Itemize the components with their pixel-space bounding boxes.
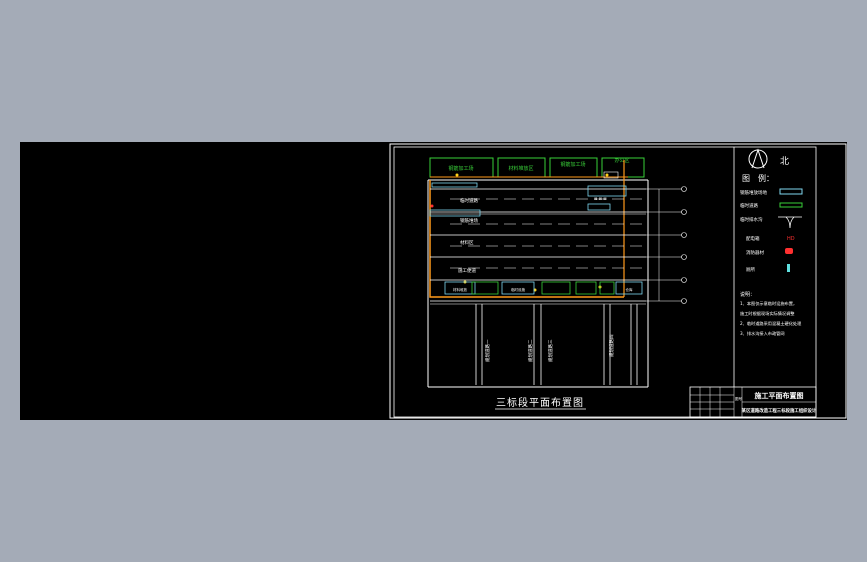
bottom-yard-1 <box>444 281 476 295</box>
legend-label-4: 消防器材 <box>746 249 764 256</box>
cad-drawing[interactable]: 钢筋加工场 材料堆放区 钢筋加工场 办公区 临时道路 钢筋堆场 <box>20 142 847 420</box>
temp-road-orange <box>429 180 624 298</box>
bottom-yard-5 <box>575 281 597 295</box>
north-arrow-icon <box>748 149 768 169</box>
top-yard-label-2: 材料堆放区 <box>508 165 533 172</box>
notes-title: 说明： <box>740 291 755 298</box>
bottom-yard-label-2: 临时设施 <box>511 287 525 292</box>
top-yard-label-4: 办公区 <box>614 157 629 164</box>
sheet-inner-border <box>393 146 817 418</box>
sheet-border <box>389 143 847 419</box>
legend-label-0: 钢筋堆放场地 <box>740 189 767 196</box>
bottom-yard-2 <box>471 281 499 295</box>
note-line-2: 2、临时道路采用混凝土硬化处理 <box>740 320 802 327</box>
bottom-yard-label-3: 仓库 <box>626 287 634 292</box>
legend: 北 图 例： 钢筋堆放场地 临时道路 临时排水沟 配电箱 HD 消防器材 厕所 … <box>740 148 803 337</box>
note-line-3: 3、排水沟接入市政管网 <box>740 330 785 337</box>
legend-label-3: 配电箱 <box>746 235 760 242</box>
site-plan: 钢筋加工场 材料堆放区 钢筋加工场 办公区 临时道路 钢筋堆场 <box>427 157 687 388</box>
road-label-1: 规划道路一 <box>484 339 491 362</box>
top-yard-label-1: 钢筋加工场 <box>448 165 473 172</box>
legend-label-5: 厕所 <box>746 266 755 273</box>
note-line-0: 1、本图仅示意临时设施布置， <box>740 300 797 307</box>
side-label-3: 材料区 <box>460 239 474 246</box>
legend-label-2: 临时排水沟 <box>740 216 763 223</box>
road-label-3: 规划道路三 <box>547 339 554 362</box>
road-label-4: 规划道路四 <box>608 334 615 357</box>
legend-symbol-4 <box>785 248 793 254</box>
legend-title: 图 例： <box>742 173 774 183</box>
sheet-name: 施工平面布置图 <box>755 391 804 400</box>
side-label-4: 施工便道 <box>458 267 476 274</box>
project-name: 某区道路改造工程三标段施工组织设计 <box>742 407 817 414</box>
plan-title: 三标段平面布置图 <box>496 396 584 409</box>
top-yard-label-3: 钢筋加工场 <box>560 161 585 168</box>
title-block-cell-label: 图号 <box>735 396 743 401</box>
svg-text:⊠ ⊠ ⊠: ⊠ ⊠ ⊠ <box>594 196 607 201</box>
legend-symbol-1 <box>779 202 803 208</box>
bottom-yard-3 <box>501 281 535 295</box>
side-label-1: 临时道路 <box>460 197 478 204</box>
road-label-2: 规划道路二 <box>527 339 534 362</box>
legend-symbol-5 <box>787 264 790 272</box>
bottom-yard-4 <box>541 281 571 295</box>
legend-label-1: 临时道路 <box>740 202 758 209</box>
legend-symbol-3: HD <box>787 236 795 242</box>
legend-symbol-2 <box>778 216 802 229</box>
north-label: 北 <box>780 156 789 167</box>
note-line-1: 施工时根据现场实际情况调整 <box>740 310 795 317</box>
legend-symbol-0 <box>779 188 803 195</box>
title-block: 图号 施工平面布置图 某区道路改造工程三标段施工组织设计 <box>689 386 817 418</box>
bottom-yard-7 <box>615 281 643 295</box>
side-label-2: 钢筋堆场 <box>460 217 478 224</box>
bottom-yard-label-1: 材料堆放 <box>453 287 467 292</box>
cad-viewport[interactable]: 钢筋加工场 材料堆放区 钢筋加工场 办公区 临时道路 钢筋堆场 <box>20 142 847 420</box>
bottom-yard-6 <box>599 281 615 295</box>
